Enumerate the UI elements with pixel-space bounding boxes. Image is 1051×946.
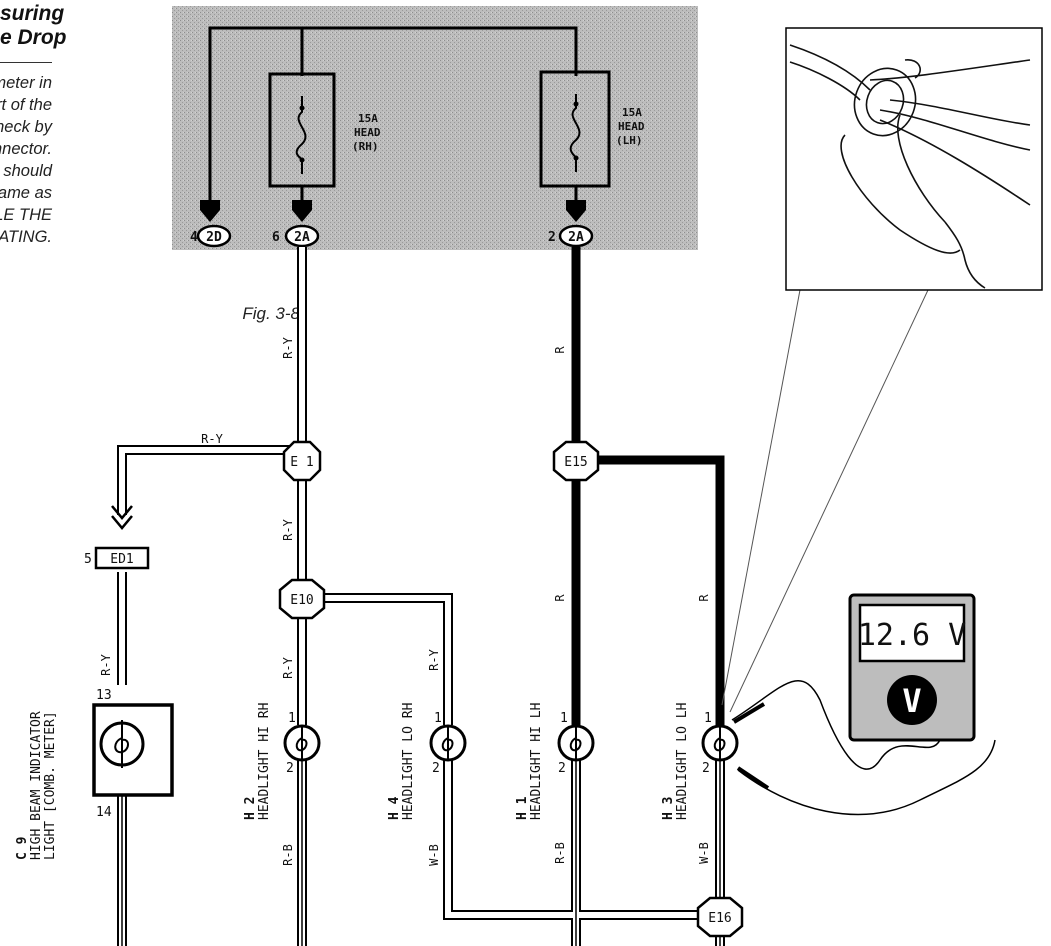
- connector-ed1: 5 ED1: [84, 505, 150, 570]
- pin-label: 2: [702, 761, 710, 776]
- side-title-line2: e Drop: [0, 26, 67, 49]
- fuse-rh-name: HEAD: [354, 126, 381, 139]
- fuse-lh: [539, 70, 611, 188]
- wire-label: R: [697, 594, 711, 602]
- figure-label: Fig. 3-8: [242, 304, 300, 323]
- connector-label: ED1: [110, 552, 133, 567]
- wire-label: R-B: [553, 842, 567, 864]
- component-name: HEADLIGHT HI LH: [529, 703, 544, 820]
- double-line-wires: [117, 247, 725, 946]
- side-text-line: check by: [0, 118, 52, 136]
- pin-label: 2: [558, 761, 566, 776]
- probe-lead-red: [731, 679, 941, 770]
- junction-label: E15: [564, 455, 587, 470]
- wire-label: R-Y: [281, 656, 295, 678]
- fuse-rh-side: (RH): [352, 140, 379, 153]
- side-text-line: RATING.: [0, 228, 52, 246]
- component-name: HEADLIGHT LO LH: [675, 703, 690, 820]
- side-text-line: d should: [0, 162, 52, 180]
- wire-label: W-B: [697, 842, 711, 864]
- wire-label: R-Y: [99, 653, 113, 675]
- component-name: HIGH BEAM INDICATOR: [29, 711, 44, 860]
- component-h3-headlight: 1 2 H 3 HEADLIGHT LO LH: [661, 703, 739, 820]
- wire-label: W-B: [427, 844, 441, 866]
- wire-label: R: [553, 594, 567, 602]
- junction-label: E10: [290, 593, 313, 608]
- connector-pin: 5: [84, 552, 92, 567]
- voltmeter-dial: [887, 675, 937, 725]
- side-text-line: nnector.: [0, 140, 52, 158]
- side-text-line: meter in: [0, 74, 52, 92]
- pin-label: 1: [560, 711, 568, 726]
- component-name: HEADLIGHT HI RH: [257, 703, 272, 820]
- wire-label: R-Y: [201, 432, 223, 446]
- wire-label: R-Y: [281, 518, 295, 540]
- pin-label: 1: [704, 711, 712, 726]
- probe-tip: [736, 766, 770, 790]
- component-code: H 2: [243, 797, 258, 820]
- terminal-arrows: [200, 200, 586, 222]
- terminal-connector: 2D: [206, 230, 222, 245]
- side-text-line: same as: [0, 184, 52, 202]
- component-code: H 4: [387, 796, 402, 820]
- pin-label: 1: [288, 711, 296, 726]
- junction-label: E 1: [290, 455, 313, 470]
- wire-label: R-Y: [427, 648, 441, 670]
- component-code: H 1: [515, 796, 530, 820]
- component-h4-headlight: 1 2 H 4 HEADLIGHT LO RH: [387, 703, 467, 820]
- pin-label: 2: [286, 761, 294, 776]
- wire-label: R: [553, 346, 567, 354]
- terminal-2-2a: 2 2A: [548, 224, 594, 248]
- voltmeter-display: [858, 603, 966, 663]
- junction-label: E16: [708, 911, 731, 926]
- voltmeter-reading: 12.6 V: [858, 618, 966, 653]
- fuse-lh-amps: 15A: [622, 106, 642, 119]
- probe-lead-black: [737, 739, 996, 816]
- fuse-lh-name: HEAD: [618, 120, 645, 133]
- junction-e10: E10: [278, 578, 326, 620]
- component-name: LIGHT [COMB. METER]: [43, 711, 58, 860]
- side-text-line: art of the: [0, 96, 52, 114]
- active-wires: [571, 247, 725, 725]
- component-h1-headlight: 1 2 H 1 HEADLIGHT HI LH: [515, 703, 595, 820]
- fuse-lh-side: (LH): [616, 134, 643, 147]
- junction-e16: E16: [696, 896, 744, 938]
- terminal-6-2a: 6 2A: [272, 224, 320, 248]
- side-text-line: ILE THE: [0, 206, 52, 224]
- probe-tip: [732, 702, 766, 724]
- wire-label: R-B: [281, 844, 295, 866]
- junction-e15: E15: [552, 440, 600, 482]
- terminal-pin: 4: [190, 230, 198, 245]
- component-name: HEADLIGHT LO RH: [401, 703, 416, 820]
- terminal-pin: 6: [272, 230, 280, 245]
- fuse-rh-amps: 15A: [358, 112, 378, 125]
- pin-label: 14: [96, 805, 112, 820]
- probe-illustration: [789, 44, 1031, 289]
- fuse-rh: [268, 72, 336, 188]
- pin-label: 1: [434, 711, 442, 726]
- pin-label: 13: [96, 688, 112, 703]
- wire-label: R-Y: [281, 336, 295, 358]
- terminal-connector: 2A: [294, 230, 310, 245]
- probe-inset: [721, 27, 1043, 713]
- component-c9-indicator: 13 14 C 9 HIGH BEAM INDICATOR LIGHT [COM…: [15, 688, 174, 860]
- side-title-line1: suring: [0, 2, 65, 25]
- component-code: C 9: [15, 837, 30, 860]
- side-title-rule: [0, 62, 52, 63]
- terminal-4-2d: 4 2D: [190, 224, 232, 248]
- terminal-pin: 2: [548, 230, 556, 245]
- voltmeter-symbol: V: [902, 682, 921, 720]
- voltmeter: 12.6 V V: [731, 593, 996, 816]
- pin-label: 2: [432, 761, 440, 776]
- terminal-connector: 2A: [568, 230, 584, 245]
- connector-arrow-icon: [111, 505, 133, 530]
- junction-e1: E 1: [282, 440, 322, 482]
- component-code: H 3: [661, 797, 676, 820]
- component-h2-headlight: 1 2 H 2 HEADLIGHT HI RH: [243, 703, 321, 820]
